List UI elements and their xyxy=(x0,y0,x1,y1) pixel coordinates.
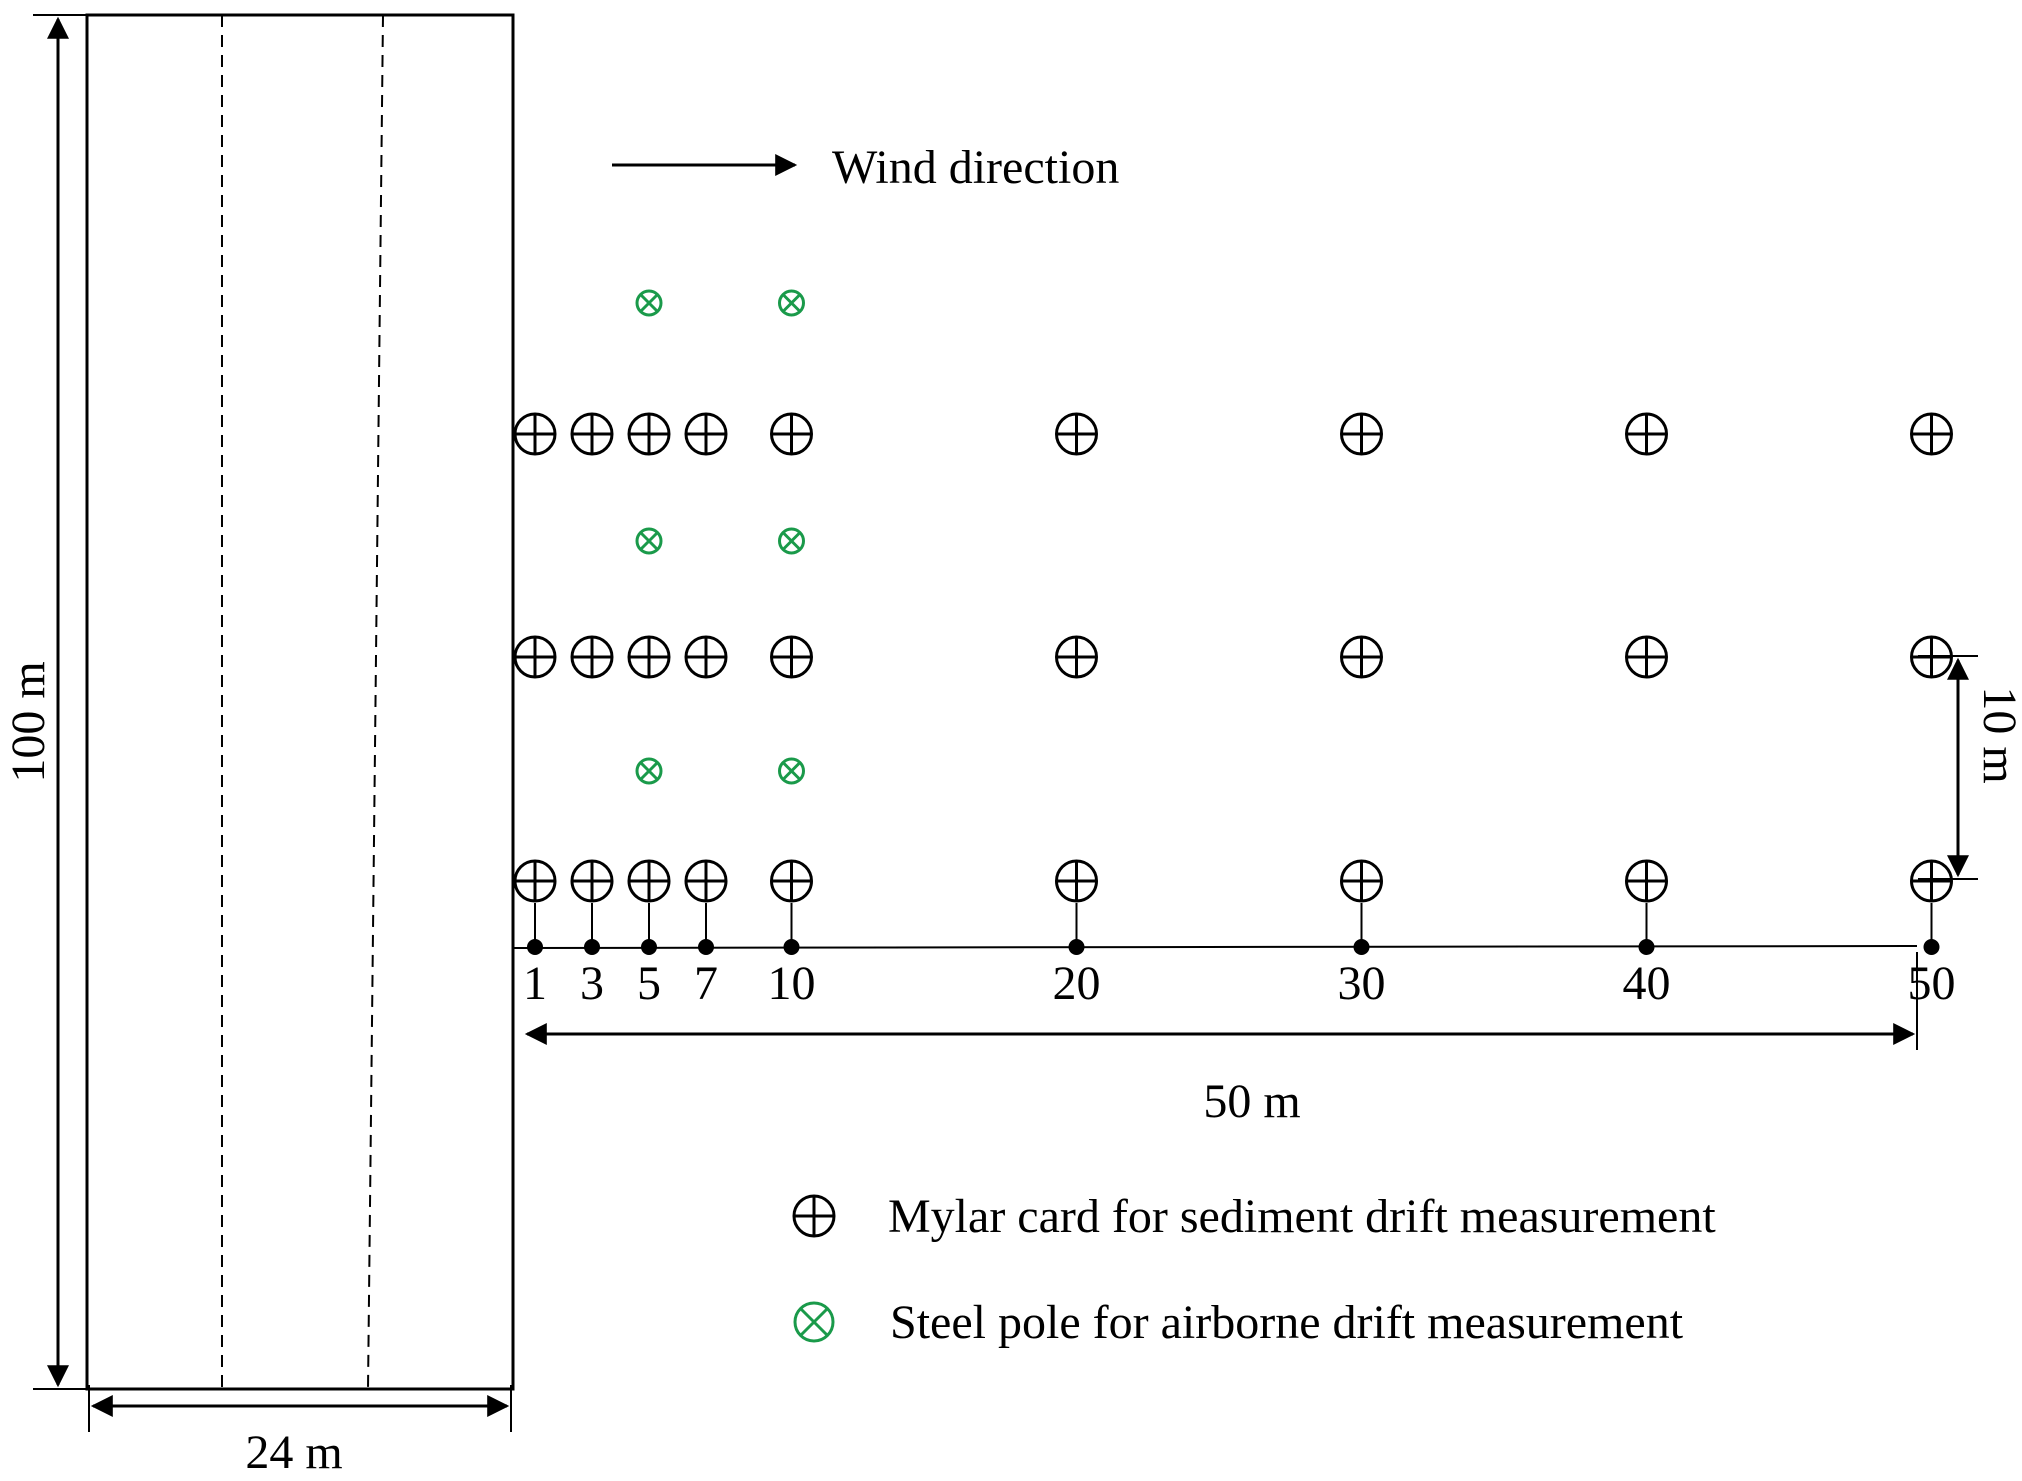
circle-plus-icon xyxy=(627,859,671,903)
distance-label: 5 xyxy=(637,957,661,1010)
wind-direction: Wind direction xyxy=(612,141,1119,194)
field-boundary xyxy=(85,13,515,1391)
spray-field xyxy=(85,13,515,1391)
legend-mylar-label: Mylar card for sediment drift measuremen… xyxy=(888,1190,1716,1243)
steel-poles xyxy=(635,289,805,785)
circle-plus-icon xyxy=(1340,859,1383,903)
distance-dot xyxy=(1068,939,1085,955)
circle-plus-icon xyxy=(1625,635,1668,679)
field-length-label: 100 m xyxy=(2,661,55,782)
circle-plus-icon xyxy=(1910,859,1953,903)
circle-plus-icon xyxy=(513,859,557,903)
width-dimension: 24 m xyxy=(88,1385,512,1479)
circle-plus-icon xyxy=(570,635,614,679)
distance-dot xyxy=(1638,939,1655,955)
circle-plus-icon xyxy=(1055,412,1098,456)
field-width-label: 24 m xyxy=(245,1426,342,1479)
circle-plus-icon xyxy=(1340,412,1383,456)
length-dimension: 100 m xyxy=(2,14,90,1390)
distance-label: 50 xyxy=(1908,957,1956,1010)
distance-label: 40 xyxy=(1623,957,1671,1010)
legend: Mylar card for sediment drift measuremen… xyxy=(792,1190,1716,1349)
circle-plus-icon xyxy=(627,635,671,679)
distance-label: 20 xyxy=(1053,957,1101,1010)
circle-plus-icon xyxy=(627,412,671,456)
circle-times-icon xyxy=(778,757,805,785)
field-lane-right xyxy=(367,14,384,1390)
circle-plus-icon xyxy=(1055,859,1098,903)
mylar-cards xyxy=(513,412,1953,903)
distance-dot xyxy=(527,939,543,955)
circle-plus-icon xyxy=(684,859,728,903)
circle-plus-icon xyxy=(792,1194,836,1238)
circle-times-icon xyxy=(635,757,663,785)
circle-plus-icon xyxy=(684,635,728,679)
circle-plus-icon xyxy=(1625,859,1668,903)
distance-dot xyxy=(1353,939,1370,955)
transect-baseline xyxy=(512,945,1918,949)
distance-label: 1 xyxy=(523,957,547,1010)
circle-plus-icon xyxy=(770,859,813,903)
distance-dot xyxy=(584,939,600,955)
distance-dot xyxy=(698,939,714,955)
circle-plus-icon xyxy=(570,412,614,456)
row-spacing-dimension: 10 m xyxy=(1918,655,2022,880)
distance-label: 30 xyxy=(1338,957,1386,1010)
circle-plus-icon xyxy=(570,859,614,903)
legend-mylar: Mylar card for sediment drift measuremen… xyxy=(792,1190,1716,1243)
distance-dot xyxy=(783,939,800,955)
distance-label: 10 xyxy=(768,957,816,1010)
circle-plus-icon xyxy=(1910,412,1953,456)
circle-times-icon xyxy=(793,1301,835,1343)
circle-plus-icon xyxy=(1055,635,1098,679)
distance-dot xyxy=(641,939,657,955)
circle-plus-icon xyxy=(770,635,813,679)
legend-steel-label: Steel pole for airborne drift measuremen… xyxy=(890,1296,1684,1349)
transect-dimension: 50 m xyxy=(524,952,1918,1128)
circle-plus-icon xyxy=(513,412,557,456)
row-spacing-label: 10 m xyxy=(1973,686,2022,783)
circle-plus-icon xyxy=(770,412,813,456)
circle-plus-icon xyxy=(1340,635,1383,679)
circle-plus-icon xyxy=(1625,412,1668,456)
circle-times-icon xyxy=(635,527,663,555)
wind-direction-label: Wind direction xyxy=(832,141,1119,194)
distance-ticks xyxy=(527,903,1940,955)
circle-times-icon xyxy=(635,289,663,317)
distance-dot xyxy=(1923,939,1940,955)
circle-plus-icon xyxy=(684,412,728,456)
circle-plus-icon xyxy=(513,635,557,679)
legend-steel: Steel pole for airborne drift measuremen… xyxy=(793,1296,1684,1349)
circle-times-icon xyxy=(778,289,805,317)
distance-label: 3 xyxy=(580,957,604,1010)
distance-label: 7 xyxy=(694,957,718,1010)
transect-length-label: 50 m xyxy=(1203,1075,1300,1128)
circle-times-icon xyxy=(778,527,805,555)
